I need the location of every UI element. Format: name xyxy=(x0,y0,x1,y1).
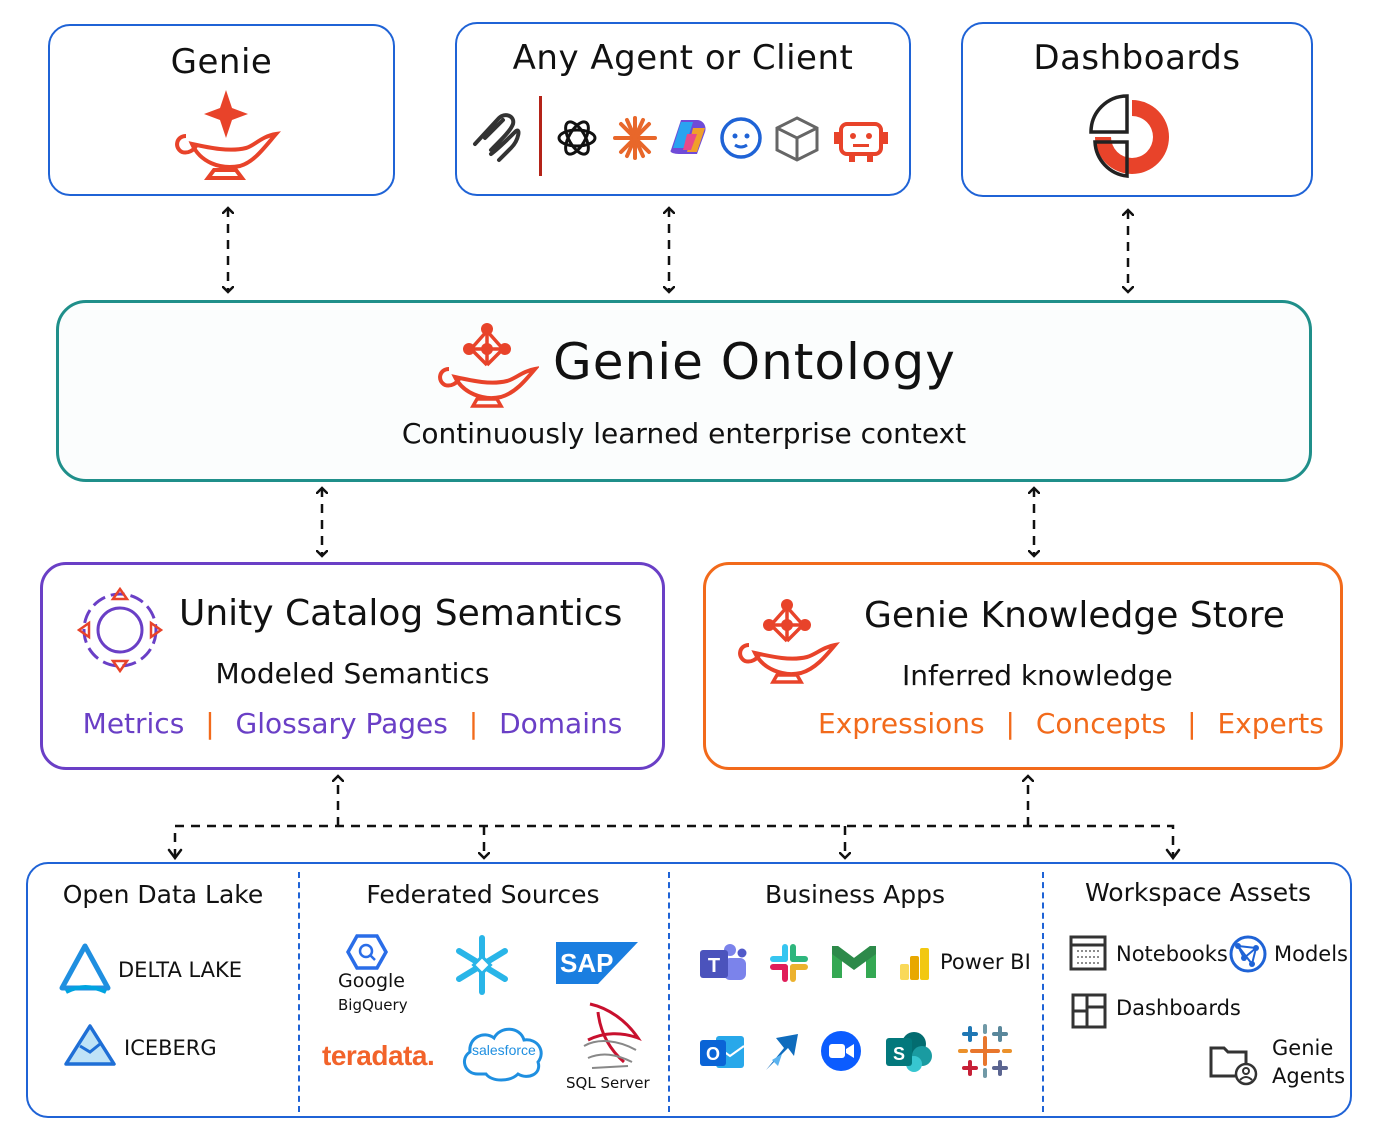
unity-title: Unity Catalog Semantics xyxy=(179,593,623,634)
knowledge-divider: | xyxy=(1005,707,1015,740)
knowledge-divider: | xyxy=(1187,707,1197,740)
knowledge-items: Expressions | Concepts | Experts xyxy=(818,707,1324,740)
delta-lake-icon xyxy=(59,943,111,994)
notebook-icon xyxy=(1069,935,1107,971)
federated-title: Federated Sources xyxy=(366,880,600,909)
slack-icon xyxy=(770,944,808,982)
teradata-label: teradata. xyxy=(322,1040,435,1071)
apps-title: Business Apps xyxy=(764,880,946,909)
robot-icon xyxy=(834,122,888,162)
cube-agent-icon xyxy=(775,116,819,162)
notebooks-label: Notebooks xyxy=(1116,942,1228,966)
agents-title: Any Agent or Client xyxy=(512,38,854,78)
bigquery-icon xyxy=(346,934,388,970)
svg-text:O: O xyxy=(706,1044,720,1064)
agents-box: Any Agent or Client xyxy=(455,22,911,196)
svg-text:S: S xyxy=(893,1044,905,1064)
dashboards-box: Dashboards xyxy=(961,22,1313,197)
ontology-box: Genie Ontology Continuously learned ente… xyxy=(56,300,1312,482)
unity-item-glossary: Glossary Pages xyxy=(235,707,448,740)
knowledge-item-expressions: Expressions xyxy=(818,707,985,740)
unity-subtitle: Modeled Semantics xyxy=(215,657,490,690)
unity-item-metrics: Metrics xyxy=(82,707,185,740)
power-bi-label: Power BI xyxy=(940,950,1031,974)
sharepoint-icon: S xyxy=(886,1032,932,1072)
gmail-icon xyxy=(832,946,876,978)
knowledge-title: Genie Knowledge Store xyxy=(864,595,1285,636)
lake-title: Open Data Lake xyxy=(62,880,264,909)
knowledge-item-concepts: Concepts xyxy=(1035,707,1167,740)
unity-item-domains: Domains xyxy=(499,707,623,740)
genie-agents-label-1: Genie xyxy=(1272,1036,1334,1060)
knowledge-item-experts: Experts xyxy=(1217,707,1324,740)
iceberg-label: ICEBERG xyxy=(124,1036,217,1060)
genie-box: Genie xyxy=(48,24,395,196)
dashboards-label: Dashboards xyxy=(1116,996,1241,1020)
teams-icon: T xyxy=(700,944,747,980)
models-label: Models xyxy=(1274,942,1348,966)
genie-lamp-icon xyxy=(175,90,281,180)
mcp-icon xyxy=(473,113,521,162)
unity-catalog-icon xyxy=(77,587,163,673)
delta-lake-label: DELTA LAKE xyxy=(118,958,243,982)
snowflake-icon xyxy=(456,935,508,995)
ontology-title: Genie Ontology xyxy=(553,333,956,391)
zoom-icon xyxy=(821,1031,861,1071)
unity-box: Unity Catalog Semantics Modeled Semantic… xyxy=(40,562,665,770)
models-icon xyxy=(1229,935,1267,973)
mcp-divider xyxy=(539,96,542,176)
column-separator xyxy=(298,872,300,1112)
sql-server-label: SQL Server xyxy=(566,1074,650,1092)
copilot-icon xyxy=(670,120,706,154)
sql-server-icon xyxy=(583,1002,642,1069)
salesforce-icon xyxy=(462,1027,543,1082)
dashboards-grid-icon xyxy=(1071,993,1107,1029)
dashboard-chart-icon xyxy=(1089,94,1169,178)
power-automate-icon xyxy=(766,1034,798,1070)
unity-divider: | xyxy=(205,707,215,740)
knowledge-subtitle: Inferred knowledge xyxy=(902,659,1173,692)
unity-divider: | xyxy=(468,707,479,740)
dashboards-title: Dashboards xyxy=(1033,38,1241,78)
workspace-title: Workspace Assets xyxy=(1085,878,1311,907)
power-bi-icon xyxy=(900,948,929,980)
ontology-subtitle: Continuously learned enterprise context xyxy=(401,417,967,450)
chat-agent-icon xyxy=(720,117,762,159)
sap-label: SAP xyxy=(560,948,614,978)
knowledge-lamp-icon xyxy=(738,599,840,684)
unity-items: Metrics | Glossary Pages | Domains xyxy=(43,707,662,740)
bigquery-label-2: BigQuery xyxy=(338,996,408,1014)
edge-bus xyxy=(173,824,1175,858)
iceberg-icon xyxy=(64,1024,116,1066)
genie-title: Genie xyxy=(170,42,273,82)
svg-text:T: T xyxy=(708,955,720,977)
salesforce-label: salesforce xyxy=(472,1042,536,1058)
genie-agents-label-2: Agents xyxy=(1272,1064,1346,1088)
sources-box: Open Data Lake DELTA LAKE ICEBERG Federa… xyxy=(26,862,1352,1118)
outlook-icon: O xyxy=(700,1036,745,1068)
column-separator xyxy=(1042,872,1044,1112)
claude-icon xyxy=(613,116,657,160)
bigquery-label-1: Google xyxy=(338,970,406,992)
knowledge-box: Genie Knowledge Store Inferred knowledge… xyxy=(703,562,1343,770)
genie-agents-icon xyxy=(1209,1046,1258,1086)
openai-icon xyxy=(557,120,597,156)
column-separator xyxy=(668,872,670,1112)
ontology-lamp-icon xyxy=(438,323,539,408)
sap-icon xyxy=(556,942,638,984)
tableau-icon xyxy=(958,1024,1012,1078)
